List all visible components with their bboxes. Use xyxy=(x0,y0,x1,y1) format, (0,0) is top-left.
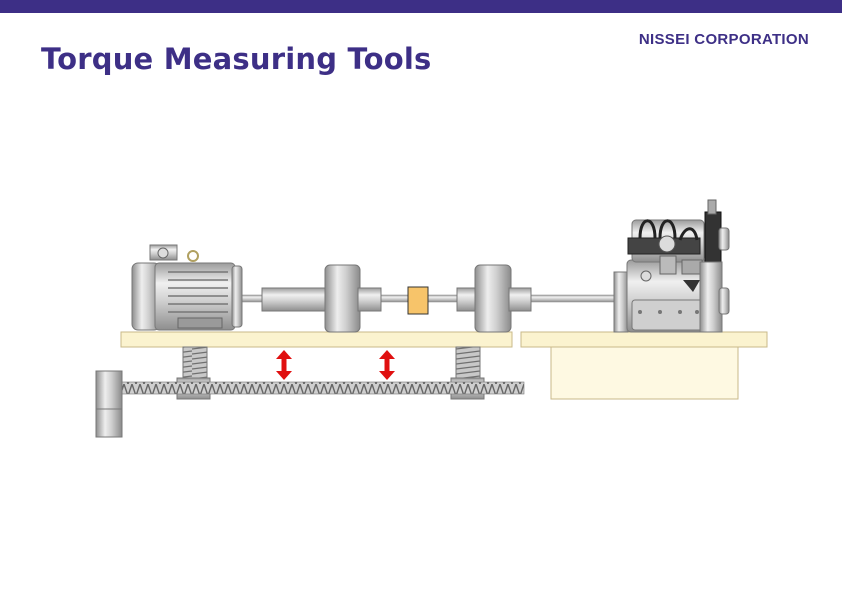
motor xyxy=(131,244,243,331)
flywheel-left xyxy=(261,264,382,333)
top-bar xyxy=(0,0,842,13)
flywheel-right xyxy=(456,264,532,333)
height-adjust-arrow xyxy=(379,350,395,380)
company-logo: NISSEI CORPORATION xyxy=(638,31,809,48)
lead-screw xyxy=(121,381,525,395)
fixed-bed xyxy=(520,331,768,400)
height-adjust-arrow xyxy=(276,350,292,380)
engine xyxy=(613,199,730,333)
page-title: Torque Measuring Tools xyxy=(41,42,432,76)
handwheel-gearbox xyxy=(95,370,123,438)
sliding-bed xyxy=(120,331,513,348)
torque-sensor xyxy=(407,286,429,315)
